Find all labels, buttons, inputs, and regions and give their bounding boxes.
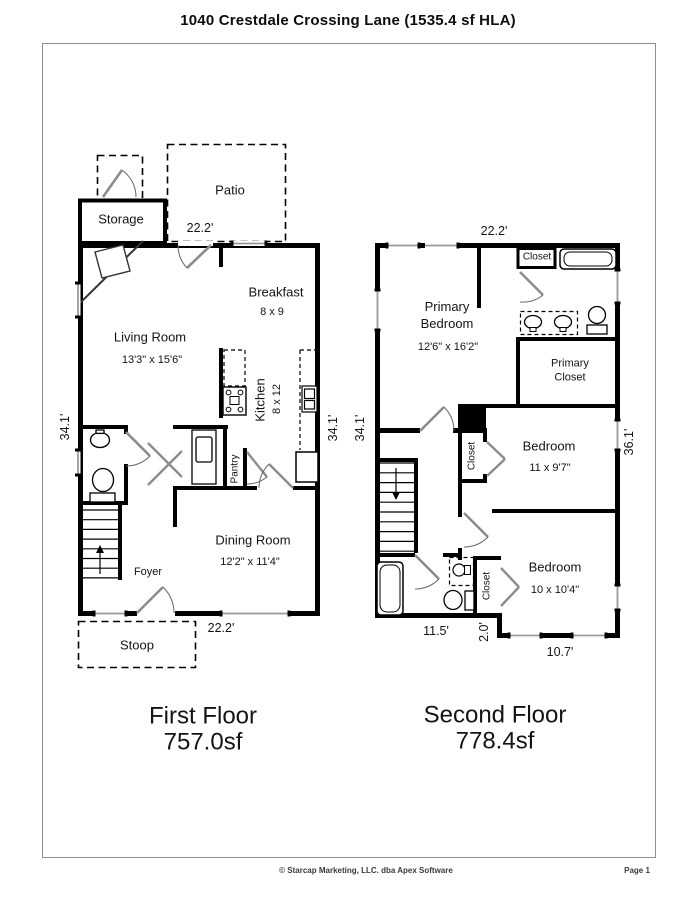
room-label-primary-bedroom: Primary Bedroom (420, 299, 474, 331)
room-dim-primary-bedroom: 12'6" x 16'2" (417, 340, 479, 353)
bath-door-gap (124, 434, 128, 464)
first-floor-interior-walls (78, 243, 320, 580)
second-floor-interior-walls (375, 248, 620, 618)
second-floor-exterior-walls (375, 243, 620, 638)
room-label-kitchen: Kitchen (252, 378, 268, 422)
patio-outline (77, 143, 287, 669)
first-floor-bath-fixtures (89, 429, 116, 503)
sf-dim-step: 2.0' (476, 622, 491, 642)
room-dim-bedroom-mid: 11 x 9'7" (529, 461, 571, 474)
primary-bath-fixtures (519, 248, 617, 336)
bottom-closet-door-gap (497, 566, 502, 608)
first-floor-stairs (82, 509, 118, 579)
sf-dim-right: 36.1' (621, 428, 636, 456)
room-label-closet-top: Closet (522, 251, 552, 263)
sf-dim-bottom-right: 10.7' (546, 644, 574, 659)
first-floor-windows (75, 240, 291, 617)
second-floor-windows (374, 242, 621, 639)
second-floor-stairs (379, 462, 414, 552)
hall-bath-fixtures (376, 556, 475, 616)
washer-appliance (191, 429, 217, 485)
room-label-primary-closet: Primary Closet (551, 357, 589, 384)
fireplace (79, 240, 144, 304)
room-dim-bedroom-bottom: 10 x 10'4" (530, 583, 580, 596)
ff-dim-top: 22.2' (186, 220, 214, 235)
back-door-gap (178, 241, 213, 246)
footer-copyright: © Starcap Marketing, LLC. dba Apex Softw… (279, 866, 453, 875)
room-label-closet-mid: Closet (466, 441, 478, 471)
first-floor-doors (101, 169, 294, 614)
second-floor-doors (414, 271, 544, 607)
first-floor-area: 757.0sf (163, 728, 243, 756)
ff-dim-left: 34.1' (57, 413, 72, 441)
stove (222, 386, 247, 416)
footer-page-number: Page 1 (624, 866, 650, 875)
second-floor-plan (374, 242, 621, 639)
room-label-patio: Patio (215, 182, 245, 198)
kitchen-sink (301, 385, 318, 413)
sf-dim-bottom-left: 11.5' (423, 623, 449, 638)
first-floor-plan (75, 143, 320, 669)
room-label-storage: Storage (98, 211, 144, 227)
front-door-gap (137, 611, 175, 616)
room-label-stoop: Stoop (120, 637, 154, 653)
refrigerator (295, 451, 319, 483)
room-dim-living: 13'3" x 15'6" (121, 353, 183, 366)
room-dim-dining: 12'2" x 11'4" (220, 555, 280, 568)
ff-dim-bottom: 22.2' (207, 620, 235, 635)
sf-dim-left: 34.1' (352, 414, 367, 442)
page-border (42, 43, 656, 858)
document-title: 1040 Crestdale Crossing Lane (1535.4 sf … (180, 12, 516, 29)
room-label-foyer: Foyer (133, 565, 163, 578)
room-label-pantry: Pantry (229, 454, 241, 484)
room-dim-kitchen: 8 x 12 (270, 384, 283, 414)
top-closet-walls (516, 247, 557, 269)
second-floor-title: Second Floor (423, 701, 567, 729)
ff-dim-right: 34.1' (325, 414, 340, 442)
kitchen-counter-dashed (223, 349, 317, 450)
room-label-bedroom-bottom: Bedroom (528, 559, 582, 575)
room-label-living: Living Room (113, 329, 187, 345)
room-dim-breakfast: 8 x 9 (260, 305, 284, 318)
second-floor-area: 778.4sf (455, 727, 535, 755)
room-label-breakfast: Breakfast (248, 284, 304, 300)
first-floor-title: First Floor (149, 702, 257, 730)
room-label-bedroom-mid: Bedroom (522, 438, 576, 454)
room-label-dining: Dining Room (215, 532, 291, 548)
room-label-closet-bottom: Closet (481, 571, 493, 601)
sf-dim-top: 22.2' (480, 223, 508, 238)
